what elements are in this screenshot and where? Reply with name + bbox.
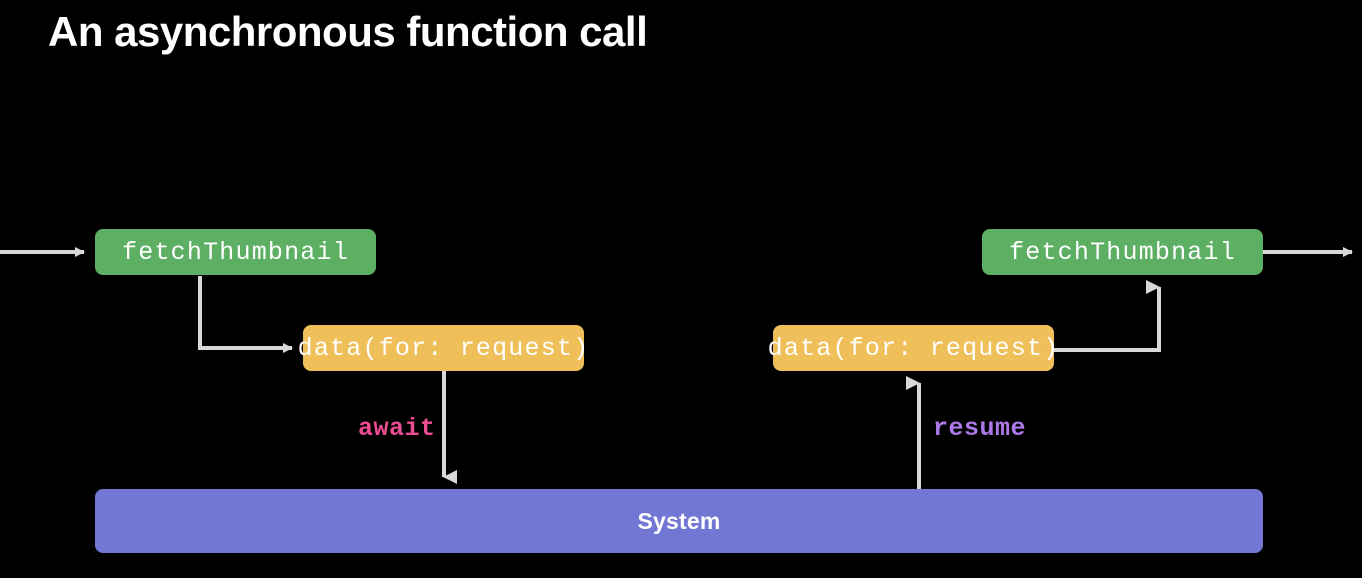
node-data-for-request-left[interactable]: data(for: request) — [298, 325, 588, 371]
page-title: An asynchronous function call — [48, 8, 648, 55]
await-edge-label: await — [358, 414, 436, 443]
fetch-to-data-left-edge — [198, 276, 293, 353]
node-fetch-thumbnail-left[interactable]: fetchThumbnail — [95, 229, 376, 275]
node-system-label: System — [637, 507, 721, 534]
resume-edge-label: resume — [933, 414, 1027, 443]
data-right-to-fetch-edge — [1054, 280, 1161, 352]
node-data-for-request-right-label: data(for: request) — [767, 333, 1060, 363]
node-fetch-thumbnail-right-label: fetchThumbnail — [1009, 237, 1236, 267]
node-system-bar[interactable]: System — [95, 489, 1263, 553]
node-data-for-request-left-label: data(for: request) — [297, 333, 590, 363]
node-data-for-request-right[interactable]: data(for: request) — [768, 325, 1058, 371]
node-fetch-thumbnail-right[interactable]: fetchThumbnail — [982, 229, 1263, 275]
node-fetch-thumbnail-left-label: fetchThumbnail — [122, 237, 349, 267]
